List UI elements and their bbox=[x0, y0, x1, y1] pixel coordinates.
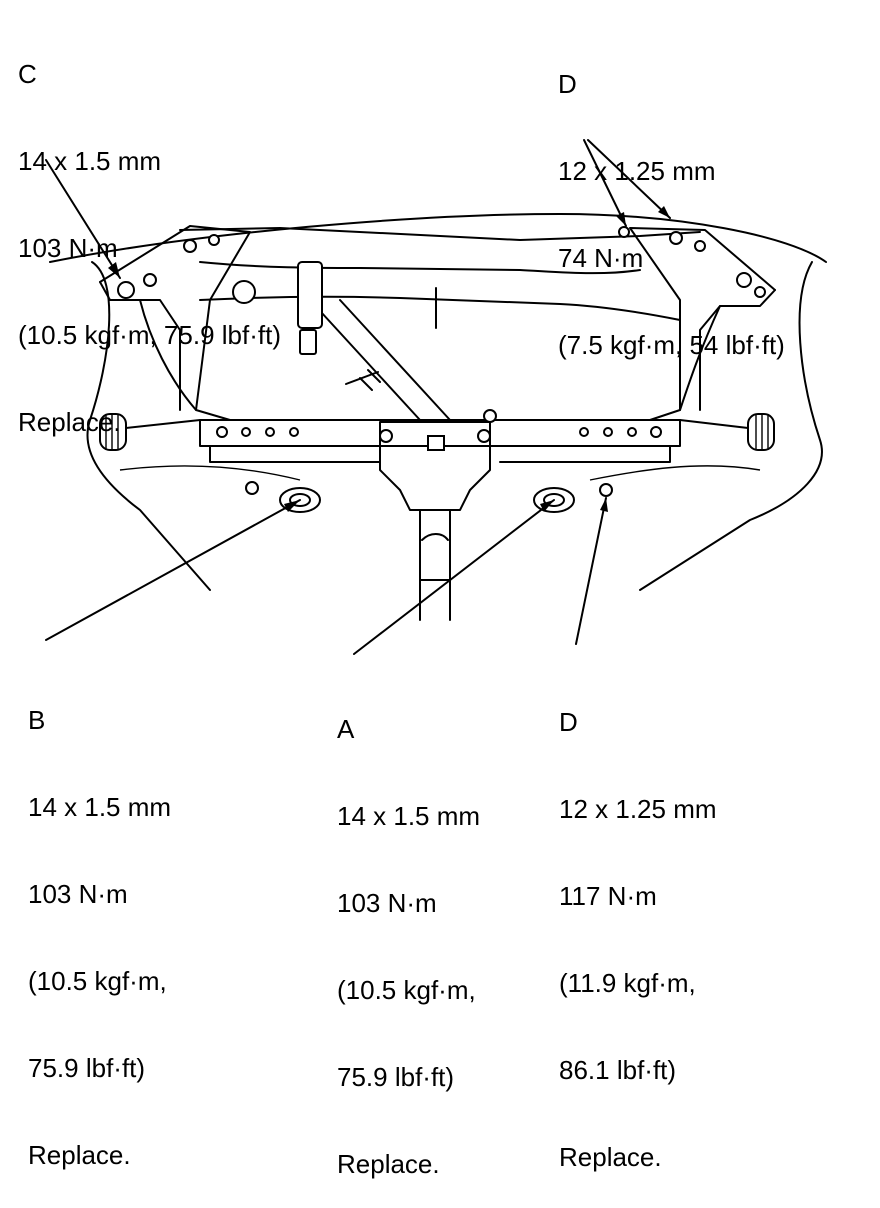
callout-d-bottom: D 12 x 1.25 mm 117 N·m (11.9 kgf·m, 86.1… bbox=[559, 650, 717, 1201]
left-wheelhouse bbox=[86, 261, 211, 591]
callout-a: A 14 x 1.5 mm 103 N·m (10.5 kgf·m, 75.9 … bbox=[337, 657, 480, 1208]
callout-a-torque-alt-2: 75.9 lbf·ft) bbox=[337, 1062, 455, 1092]
steering-shaft bbox=[419, 509, 451, 621]
callout-d-top-torque: 74 N·m bbox=[558, 243, 644, 273]
callout-a-torque: 103 N·m bbox=[337, 888, 437, 918]
callout-d-top-size: 12 x 1.25 mm bbox=[558, 156, 716, 186]
leader-b bbox=[45, 499, 301, 641]
left-subframe-arm bbox=[99, 225, 251, 421]
callout-b-note: Replace. bbox=[28, 1140, 131, 1170]
callout-d-bottom-torque-alt-2: 86.1 lbf·ft) bbox=[559, 1055, 677, 1085]
callout-c-torque-alt: (10.5 kgf·m, 75.9 lbf·ft) bbox=[18, 320, 281, 350]
leader-a bbox=[353, 499, 555, 655]
right-tie-rod-boot bbox=[679, 413, 775, 451]
callout-d-bottom-torque: 117 N·m bbox=[559, 881, 657, 911]
right-subframe-arm bbox=[629, 227, 776, 421]
leader-c bbox=[45, 159, 121, 279]
callout-d-bottom-torque-alt-1: (11.9 kgf·m, bbox=[559, 968, 696, 998]
right-wheelhouse bbox=[639, 261, 823, 591]
left-lower-mount bbox=[245, 481, 321, 513]
callout-c-torque: 103 N·m bbox=[18, 233, 118, 263]
front-crossmember bbox=[199, 419, 681, 447]
callout-d-bottom-note: Replace. bbox=[559, 1142, 662, 1172]
callout-b: B 14 x 1.5 mm 103 N·m (10.5 kgf·m, 75.9 … bbox=[28, 648, 171, 1199]
callout-c-letter: C bbox=[18, 59, 37, 89]
callout-a-note: Replace. bbox=[337, 1149, 440, 1179]
leader-d-top-2 bbox=[587, 139, 671, 219]
callout-d-bottom-size: 12 x 1.25 mm bbox=[559, 794, 717, 824]
leader-d-bottom bbox=[575, 497, 607, 645]
subframe-illustration bbox=[45, 139, 827, 655]
diagonal-brace bbox=[309, 299, 451, 421]
rear-rail bbox=[179, 227, 701, 241]
callout-d-top: D 12 x 1.25 mm 74 N·m (7.5 kgf·m, 54 lbf… bbox=[558, 12, 785, 389]
callout-c-note: Replace. bbox=[18, 407, 121, 437]
callout-b-torque-alt-2: 75.9 lbf·ft) bbox=[28, 1053, 146, 1083]
callout-d-top-letter: D bbox=[558, 69, 577, 99]
callout-a-size: 14 x 1.5 mm bbox=[337, 801, 481, 831]
callout-b-torque: 103 N·m bbox=[28, 879, 128, 909]
callout-c: C 14 x 1.5 mm 103 N·m (10.5 kgf·m, 75.9 … bbox=[18, 2, 281, 466]
callout-a-letter: A bbox=[337, 714, 355, 744]
callout-b-size: 14 x 1.5 mm bbox=[28, 792, 172, 822]
callout-a-torque-alt-1: (10.5 kgf·m, bbox=[337, 975, 476, 1005]
leader-d-top-1 bbox=[583, 139, 627, 227]
callout-b-letter: B bbox=[28, 705, 46, 735]
callout-b-torque-alt-1: (10.5 kgf·m, bbox=[28, 966, 167, 996]
callout-d-top-torque-alt: (7.5 kgf·m, 54 lbf·ft) bbox=[558, 330, 785, 360]
left-tie-rod-boot bbox=[99, 413, 201, 451]
callout-c-size: 14 x 1.5 mm bbox=[18, 146, 162, 176]
callout-d-bottom-letter: D bbox=[559, 707, 578, 737]
crossmember-bolts bbox=[216, 426, 662, 438]
